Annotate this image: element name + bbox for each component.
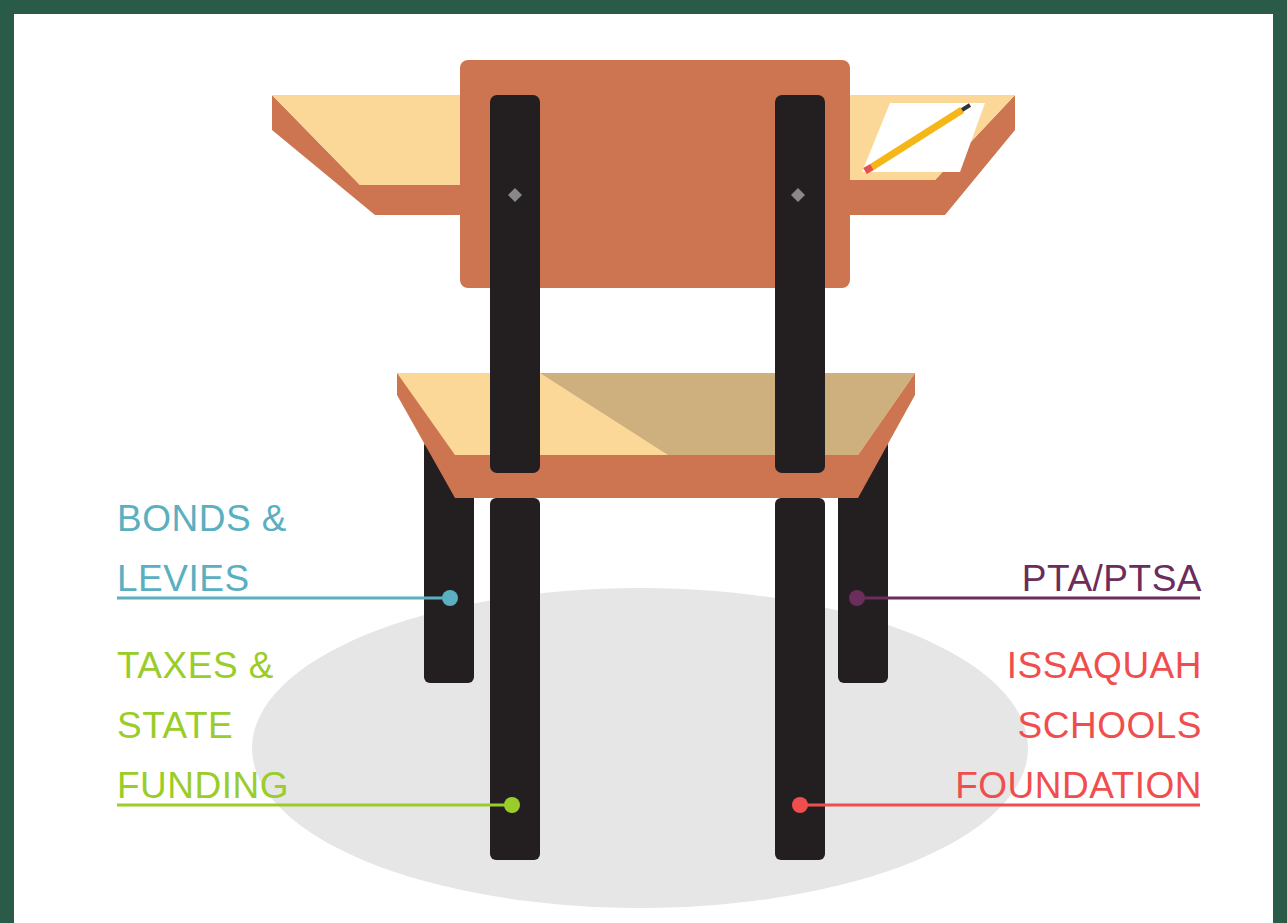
- funding-label: ISSAQUAH SCHOOLS FOUNDATION: [882, 636, 1202, 816]
- panel: [14, 14, 1273, 923]
- floor-shadow: [252, 588, 1028, 908]
- funding-label: BONDS & LEVIES: [117, 489, 357, 609]
- seat-edge: [397, 373, 915, 498]
- leader-dot: [792, 797, 808, 813]
- desk-top: [850, 95, 1015, 180]
- pencil-tip: [962, 105, 970, 110]
- bolt: [791, 188, 805, 202]
- leader-dot: [849, 590, 865, 606]
- chair-post: [490, 95, 540, 473]
- pencil-eraser: [865, 167, 872, 171]
- paper: [862, 103, 985, 172]
- chair-post: [775, 95, 825, 473]
- seat-top: [397, 373, 915, 455]
- leader-dot: [504, 797, 520, 813]
- desk-top: [272, 95, 462, 185]
- funding-label: PTA/PTSA: [862, 549, 1202, 609]
- bolt: [508, 188, 522, 202]
- desk-edge: [272, 95, 462, 215]
- leader-dot: [442, 590, 458, 606]
- seat-shade: [540, 373, 915, 455]
- funding-label: TAXES & STATE FUNDING: [117, 636, 332, 816]
- pencil: [872, 110, 962, 167]
- desk-edge: [850, 95, 1015, 215]
